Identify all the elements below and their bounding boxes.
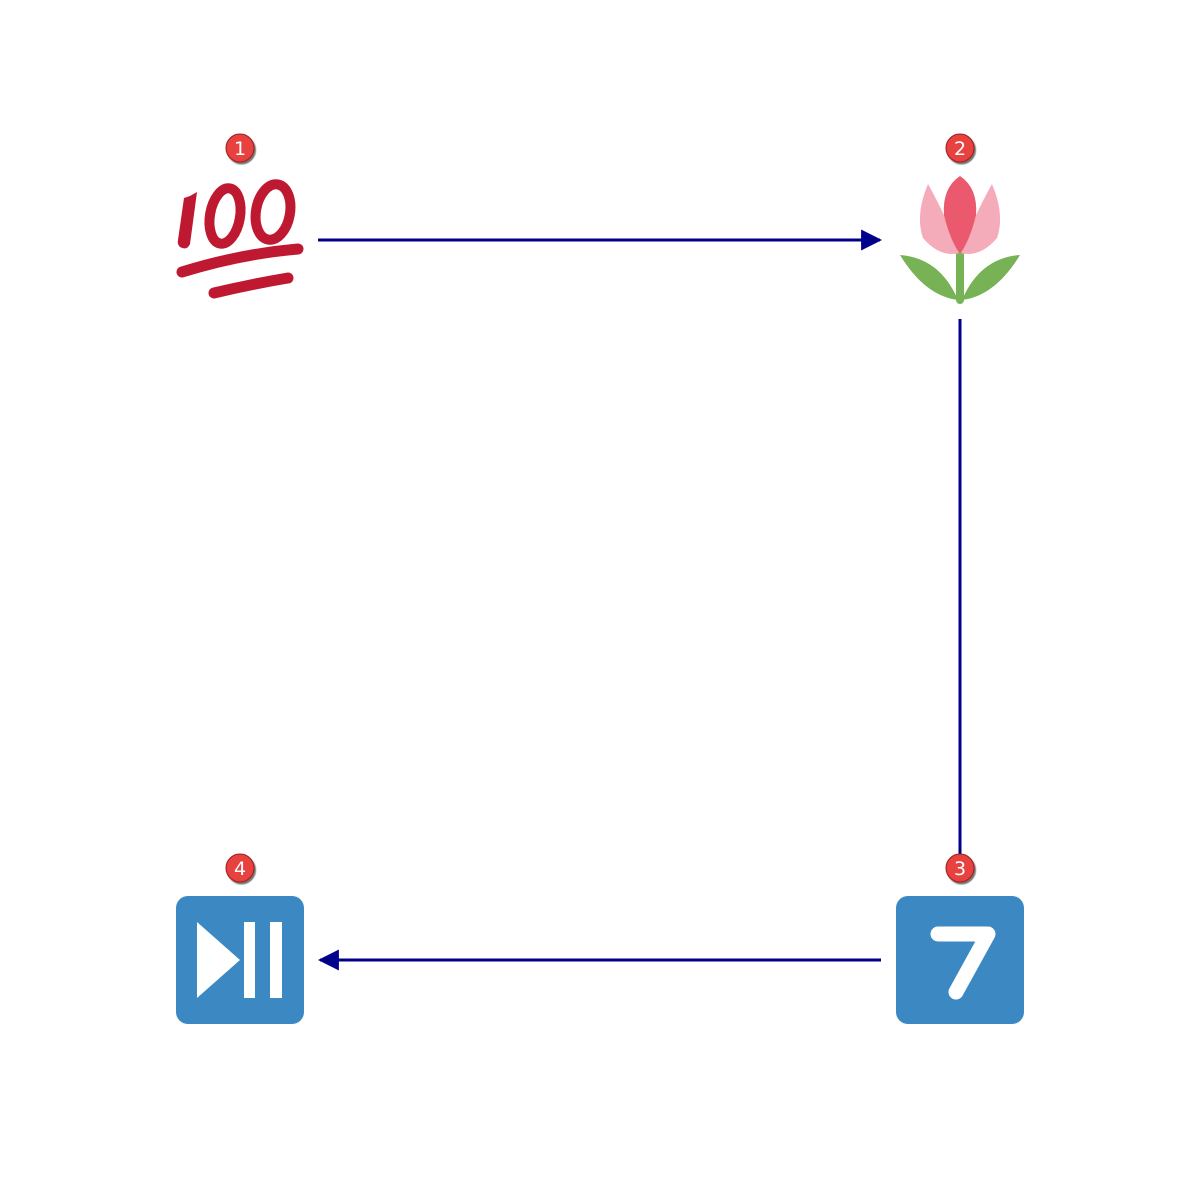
node-badge: 1 [225,133,255,163]
node-1: 1 [176,133,304,299]
node-badge: 2 [945,133,975,163]
node-3: 3 [896,853,1024,1024]
node-2: 2 [900,133,1020,304]
node-4: 4 [176,853,304,1024]
node-badge-label: 1 [234,138,246,160]
node-badge-label: 3 [954,858,966,880]
node-badge-label: 2 [954,138,966,160]
tulip-icon [900,176,1020,304]
node-badge: 3 [945,853,975,883]
node-badge: 4 [225,853,255,883]
keycap-seven-icon [896,896,1024,1024]
hundred-points-icon [176,179,304,299]
node-badge-label: 4 [234,858,246,880]
play-pause-button-icon [176,896,304,1024]
